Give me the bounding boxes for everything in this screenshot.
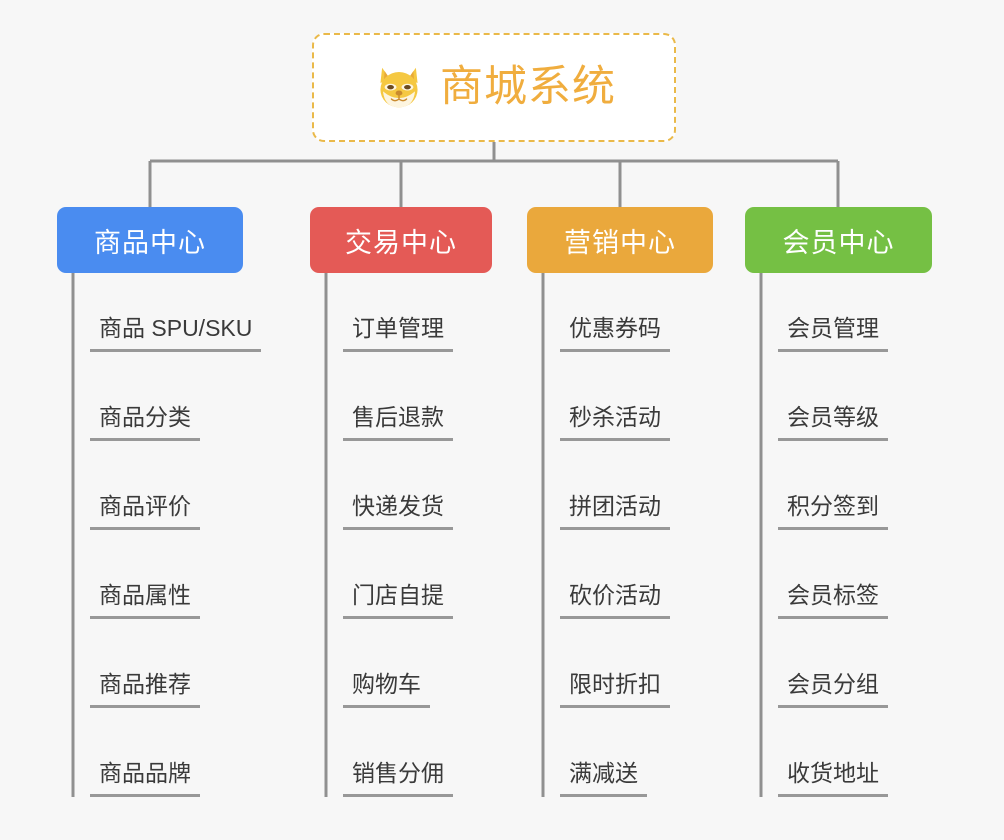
leaf-item[interactable]: 会员管理: [745, 273, 932, 362]
leaf-list-member-center: 会员管理 会员等级 积分签到 会员标签 会员分组 收货地址: [745, 273, 932, 807]
root-title: 商城系统: [440, 63, 616, 111]
leaf-item[interactable]: 商品推荐: [57, 629, 243, 718]
leaf-item[interactable]: 商品属性: [57, 540, 243, 629]
column-marketing-center: 营销中心 优惠券码 秒杀活动 拼团活动 砍价活动 限时折扣 满减送: [527, 207, 713, 807]
category-label: 商品中心: [94, 227, 206, 258]
leaf-label: 积分签到: [778, 495, 888, 530]
leaf-label: 商品分类: [90, 406, 200, 441]
leaf-label: 砍价活动: [560, 584, 670, 619]
leaf-item[interactable]: 积分签到: [745, 451, 932, 540]
leaf-item[interactable]: 秒杀活动: [527, 362, 713, 451]
column-member-center: 会员中心 会员管理 会员等级 积分签到 会员标签 会员分组 收货地址: [745, 207, 932, 807]
leaf-label: 限时折扣: [560, 673, 670, 708]
leaf-item[interactable]: 购物车: [310, 629, 492, 718]
leaf-label: 快递发货: [343, 495, 453, 530]
leaf-label: 商品属性: [90, 584, 200, 619]
leaf-label: 销售分佣: [343, 762, 453, 797]
leaf-item[interactable]: 商品评价: [57, 451, 243, 540]
leaf-label: 订单管理: [343, 317, 453, 352]
leaf-item[interactable]: 售后退款: [310, 362, 492, 451]
column-trade-center: 交易中心 订单管理 售后退款 快递发货 门店自提 购物车 销售分佣: [310, 207, 492, 807]
leaf-item[interactable]: 拼团活动: [527, 451, 713, 540]
leaf-item[interactable]: 砍价活动: [527, 540, 713, 629]
leaf-item[interactable]: 销售分佣: [310, 718, 492, 807]
leaf-item[interactable]: 商品分类: [57, 362, 243, 451]
leaf-item[interactable]: 收货地址: [745, 718, 932, 807]
leaf-label: 会员管理: [778, 317, 888, 352]
leaf-item[interactable]: 订单管理: [310, 273, 492, 362]
category-label: 会员中心: [782, 227, 895, 258]
leaf-item[interactable]: 会员标签: [745, 540, 932, 629]
leaf-label: 商品推荐: [90, 673, 200, 708]
category-header-marketing-center[interactable]: 营销中心: [527, 207, 713, 273]
leaf-label: 秒杀活动: [560, 406, 670, 441]
leaf-label: 会员等级: [778, 406, 888, 441]
leaf-label: 门店自提: [343, 584, 453, 619]
leaf-label: 购物车: [343, 673, 430, 708]
category-header-trade-center[interactable]: 交易中心: [310, 207, 492, 273]
leaf-list-marketing-center: 优惠券码 秒杀活动 拼团活动 砍价活动 限时折扣 满减送: [527, 273, 713, 807]
leaf-label: 会员标签: [778, 584, 888, 619]
leaf-item[interactable]: 会员等级: [745, 362, 932, 451]
leaf-label: 会员分组: [778, 673, 888, 708]
leaf-label: 售后退款: [343, 406, 453, 441]
column-product-center: 商品中心 商品 SPU/SKU 商品分类 商品评价 商品属性 商品推荐 商品品牌: [57, 207, 262, 807]
leaf-label: 商品品牌: [90, 762, 200, 797]
leaf-label: 收货地址: [778, 762, 888, 797]
leaf-item[interactable]: 门店自提: [310, 540, 492, 629]
leaf-item[interactable]: 满减送: [527, 718, 713, 807]
root-node[interactable]: 商城系统: [312, 33, 676, 142]
leaf-label: 商品 SPU/SKU: [90, 317, 262, 352]
leaf-list-trade-center: 订单管理 售后退款 快递发货 门店自提 购物车 销售分佣: [310, 273, 492, 807]
leaf-label: 优惠券码: [560, 317, 670, 352]
category-label: 营销中心: [564, 227, 676, 258]
category-header-member-center[interactable]: 会员中心: [745, 207, 932, 273]
category-label: 交易中心: [345, 227, 457, 258]
category-header-product-center[interactable]: 商品中心: [57, 207, 243, 273]
leaf-label: 商品评价: [90, 495, 200, 530]
leaf-item[interactable]: 商品 SPU/SKU: [57, 273, 262, 362]
leaf-item[interactable]: 快递发货: [310, 451, 492, 540]
leaf-item[interactable]: 限时折扣: [527, 629, 713, 718]
leaf-item[interactable]: 商品品牌: [57, 718, 243, 807]
shiba-dog-face-icon: [380, 67, 418, 107]
leaf-label: 拼团活动: [560, 495, 670, 530]
leaf-label: 满减送: [560, 762, 647, 797]
leaf-list-product-center: 商品 SPU/SKU 商品分类 商品评价 商品属性 商品推荐 商品品牌: [57, 273, 262, 807]
leaf-item[interactable]: 会员分组: [745, 629, 932, 718]
leaf-item[interactable]: 优惠券码: [527, 273, 713, 362]
